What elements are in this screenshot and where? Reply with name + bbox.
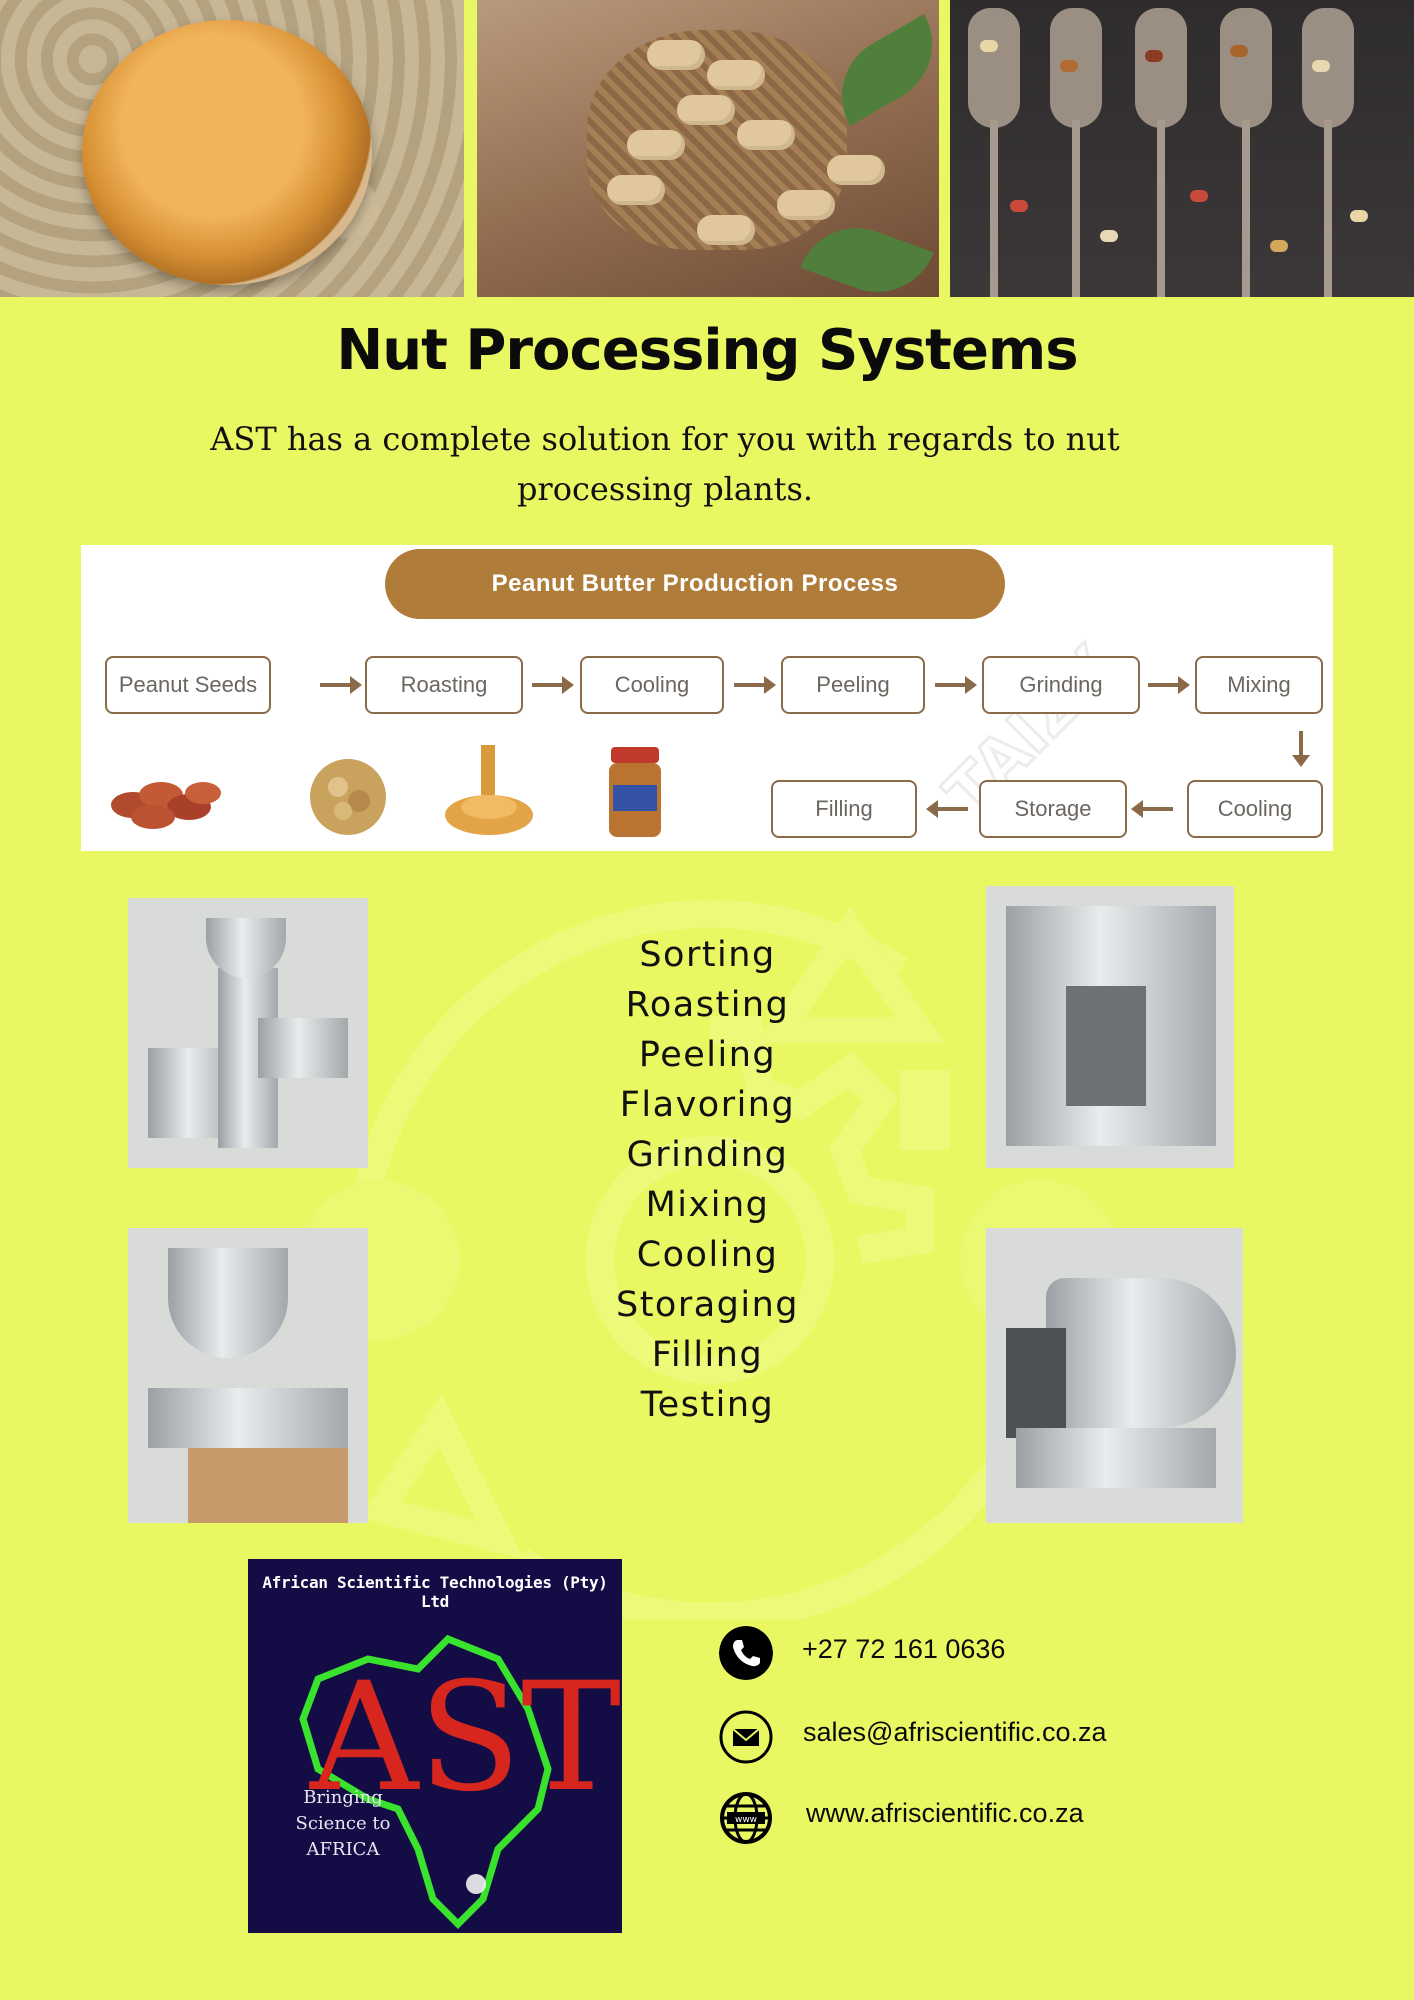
spoon (1050, 0, 1102, 297)
logo-letters: AST (309, 1651, 621, 1825)
peanut (697, 215, 755, 245)
africa-outline-icon: AST (299, 1634, 621, 1929)
process-item: Peeling (638, 1035, 777, 1075)
email-address[interactable]: sales@afriscientific.co.za (803, 1717, 1107, 1747)
step-cooling: Cooling (580, 656, 724, 714)
peanut (607, 175, 665, 205)
step-cooling-2: Cooling (1187, 780, 1323, 838)
process-item: Roasting (625, 985, 790, 1025)
peanut (627, 130, 685, 160)
arrow-down (1292, 731, 1310, 767)
hazelnut (1145, 50, 1163, 62)
spoon (1135, 0, 1187, 297)
peanut (707, 60, 765, 90)
arrow-right (532, 676, 574, 694)
website-url[interactable]: www.afriscientific.co.za (806, 1798, 1084, 1828)
almond (1060, 60, 1078, 72)
logo-tagline: Bringing Science to AFRICA (295, 1787, 391, 1860)
step-peeling: Peeling (781, 656, 925, 714)
process-item: Cooling (636, 1235, 779, 1275)
globe-www-icon: www (720, 1792, 772, 1844)
cashew (980, 40, 998, 52)
svg-text:www: www (735, 1815, 757, 1825)
arrow-left (1131, 800, 1173, 818)
peanut (647, 40, 705, 70)
walnut (1230, 45, 1248, 57)
step-storage: Storage (979, 780, 1127, 838)
filling-machine-photo (128, 1228, 368, 1523)
peanut-sack-photo (477, 0, 939, 297)
arrow-left (926, 800, 968, 818)
peanut (737, 120, 795, 150)
process-item: Flavoring (619, 1085, 796, 1125)
process-item: Grinding (626, 1135, 789, 1175)
phone-number[interactable]: +27 72 161 0636 (802, 1634, 1006, 1664)
raw-peanuts-image (111, 782, 221, 829)
process-item: Sorting (639, 935, 776, 975)
arrow-right (320, 676, 362, 694)
process-item: Testing (640, 1385, 775, 1425)
diagram-title: Peanut Butter Production Process (385, 549, 1005, 619)
red-peanut (1190, 190, 1208, 202)
peanut-butter-jar-photo (0, 0, 464, 297)
peanut-butter-jar (82, 20, 372, 285)
red-peanut (1010, 200, 1028, 212)
production-process-diagram: Peanut Butter Production Process TAIZY P… (81, 545, 1333, 851)
step-grinding: Grinding (982, 656, 1140, 714)
page-subtitle: AST has a complete solution for you with… (210, 420, 1120, 508)
spoon (968, 0, 1020, 297)
pistachio (1350, 210, 1368, 222)
peanut (677, 95, 735, 125)
ast-logo: African Scientific Technologies (Pty) Lt… (248, 1559, 622, 1933)
step-mixing: Mixing (1195, 656, 1323, 714)
spoon (1220, 0, 1272, 297)
nuts-in-spoons-photo (950, 0, 1414, 297)
step-peanut-seeds: Peanut Seeds (105, 656, 271, 714)
step-roasting: Roasting (365, 656, 523, 714)
peanut (1312, 60, 1330, 72)
envelope-icon (719, 1710, 773, 1764)
page-title: Nut Processing Systems (336, 318, 1078, 383)
leaf (800, 211, 934, 297)
step-filling: Filling (771, 780, 917, 838)
process-item: Mixing (645, 1185, 770, 1225)
macadamia (1270, 240, 1288, 252)
logo-company-name: African Scientific Technologies (Pty) Lt… (262, 1573, 608, 1611)
roasted-peanuts-bowl-image (310, 759, 386, 835)
peanut (777, 190, 835, 220)
arrow-right (734, 676, 776, 694)
roasting-machine-photo (986, 886, 1234, 1168)
arrow-right (935, 676, 977, 694)
peanut (827, 155, 885, 185)
flavoring-drum-photo (986, 1228, 1243, 1523)
process-list: Sorting Roasting Peeling Flavoring Grind… (560, 930, 855, 1430)
process-item: Filling (651, 1335, 764, 1375)
colloid-mill-photo (128, 898, 368, 1168)
peanut-butter-jar-image (609, 747, 661, 837)
peanut-butter-pour-image (445, 745, 533, 835)
pine-nut (1100, 230, 1118, 242)
arrow-right (1148, 676, 1190, 694)
process-item: Storaging (615, 1285, 800, 1325)
spoon (1302, 0, 1354, 297)
phone-icon (719, 1626, 773, 1680)
